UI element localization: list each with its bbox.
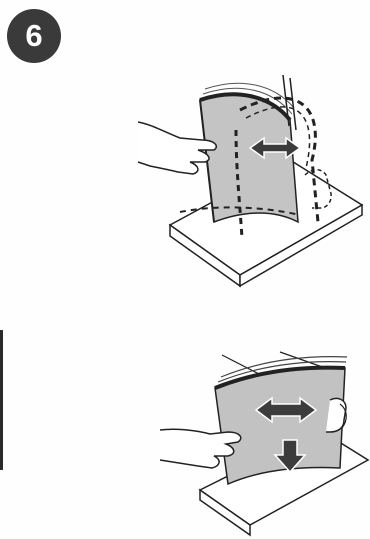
instruction-page: 6 xyxy=(0,0,370,539)
straighten-paper-stack-icon xyxy=(0,0,370,539)
